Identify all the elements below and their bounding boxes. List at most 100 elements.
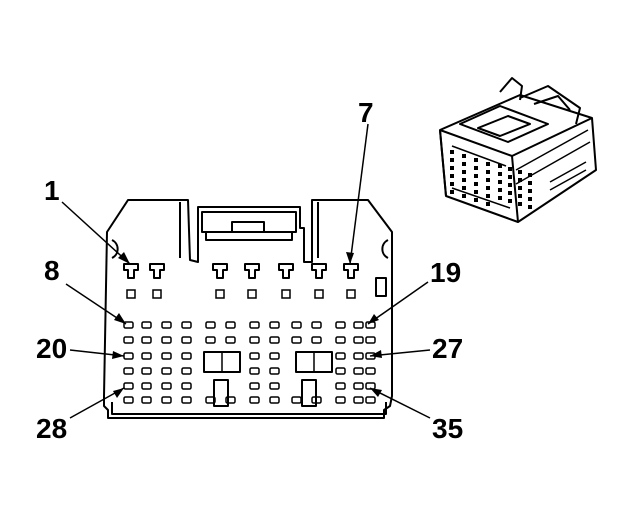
iso-pin-cavity xyxy=(462,170,466,174)
iso-pin-cavity xyxy=(486,186,490,190)
pin-cavity xyxy=(311,336,322,344)
pin-cavity xyxy=(346,289,356,299)
iso-pin-cavity xyxy=(498,164,502,168)
iso-pin-cavity xyxy=(450,166,454,170)
pin-cavity xyxy=(365,336,376,344)
iso-pin-cavity xyxy=(508,175,512,179)
iso-pin-cavity xyxy=(474,190,478,194)
iso-pin-cavity xyxy=(528,197,532,201)
iso-pin-cavity xyxy=(518,186,522,190)
pin-cavity xyxy=(123,352,134,360)
pin-cavity xyxy=(353,321,364,329)
key-slot xyxy=(301,379,317,407)
pin-cavity xyxy=(249,396,260,404)
leader-pin-19 xyxy=(367,281,429,325)
pin-cavity xyxy=(181,367,192,375)
arrowhead-pin-7 xyxy=(346,252,354,264)
iso-pin-cavity xyxy=(508,191,512,195)
pin-cavity xyxy=(123,321,134,329)
label-pin-27: 27 xyxy=(432,333,463,364)
label-pin-35: 35 xyxy=(432,413,463,444)
iso-pin-cavity xyxy=(462,178,466,182)
iso-pin-cavity xyxy=(486,202,490,206)
leader-lines xyxy=(61,123,431,419)
pin-cavity xyxy=(365,367,376,375)
iso-pin-cavity xyxy=(498,180,502,184)
label-pin-28: 28 xyxy=(36,413,67,444)
pin-cavity xyxy=(181,321,192,329)
pin-cavity xyxy=(181,382,192,390)
terminal-top-row xyxy=(123,263,139,279)
arrowhead-pin-20 xyxy=(112,351,124,359)
iso-pin-cavity xyxy=(518,170,522,174)
iso-pin-cavity xyxy=(508,183,512,187)
arrowhead-pin-1 xyxy=(118,252,130,264)
pin-cavity xyxy=(161,321,172,329)
pin-cavity xyxy=(141,336,152,344)
iso-pin-cavity xyxy=(474,174,478,178)
arrowhead-pin-28 xyxy=(113,388,124,398)
pin-cavity xyxy=(123,382,134,390)
iso-pin-cavity xyxy=(518,202,522,206)
pin-cavity xyxy=(161,352,172,360)
pin-cavity xyxy=(269,336,280,344)
iso-pin-cavity xyxy=(486,178,490,182)
pin-cavity xyxy=(181,336,192,344)
pin-cavity xyxy=(215,289,225,299)
label-pin-7: 7 xyxy=(358,97,374,128)
iso-pin-cavity xyxy=(508,167,512,171)
leader-pin-7 xyxy=(349,123,369,265)
terminal-top-row xyxy=(212,263,228,279)
pin-cavity xyxy=(141,352,152,360)
iso-pin-cavity xyxy=(518,194,522,198)
iso-pin-cavity xyxy=(474,198,478,202)
arrowhead-pin-19 xyxy=(368,314,379,324)
pin-cavity xyxy=(269,367,280,375)
terminal-top-row xyxy=(311,263,327,279)
arrowhead-pin-35 xyxy=(370,388,382,397)
iso-pin-cavity xyxy=(498,188,502,192)
pin-cavity xyxy=(126,289,136,299)
iso-pin-cavity xyxy=(528,205,532,209)
pin-cavity xyxy=(225,336,236,344)
iso-pin-cavity xyxy=(528,189,532,193)
pin-cavity xyxy=(353,396,364,404)
key-slot xyxy=(213,379,229,407)
pin-cavity xyxy=(141,382,152,390)
leader-pin-1 xyxy=(61,201,131,265)
pin-cavity xyxy=(353,367,364,375)
pin-cavity xyxy=(311,321,322,329)
iso-pin-cavity xyxy=(508,199,512,203)
iso-pin-cavity xyxy=(450,190,454,194)
connector-3d-pin-cavities xyxy=(450,150,532,209)
label-pin-1: 1 xyxy=(44,175,60,206)
iso-pin-cavity xyxy=(462,186,466,190)
pin-cavity xyxy=(123,367,134,375)
connector-pin-grid xyxy=(123,263,376,407)
pin-cavity xyxy=(205,321,216,329)
terminal-top-row xyxy=(278,263,294,279)
pin-cavity xyxy=(335,382,346,390)
arrowhead-pin-8 xyxy=(114,313,126,324)
pin-cavity xyxy=(249,352,260,360)
terminal-top-row xyxy=(343,263,359,279)
pin-cavity xyxy=(181,396,192,404)
pin-cavity xyxy=(249,321,260,329)
connector-3d-view xyxy=(439,77,597,223)
iso-pin-cavity xyxy=(518,178,522,182)
pin-cavity xyxy=(269,352,280,360)
iso-pin-cavity xyxy=(462,194,466,198)
pin-cavity xyxy=(335,336,346,344)
pin-cavity xyxy=(269,321,280,329)
pin-cavity xyxy=(291,396,302,404)
iso-pin-cavity xyxy=(450,150,454,154)
iso-pin-cavity xyxy=(474,158,478,162)
iso-pin-cavity xyxy=(486,170,490,174)
pin-cavity xyxy=(225,321,236,329)
pin-cavity xyxy=(141,396,152,404)
label-pin-8: 8 xyxy=(44,255,60,286)
pin-cavity xyxy=(161,367,172,375)
pin-cavity xyxy=(247,289,257,299)
iso-pin-cavity xyxy=(486,194,490,198)
